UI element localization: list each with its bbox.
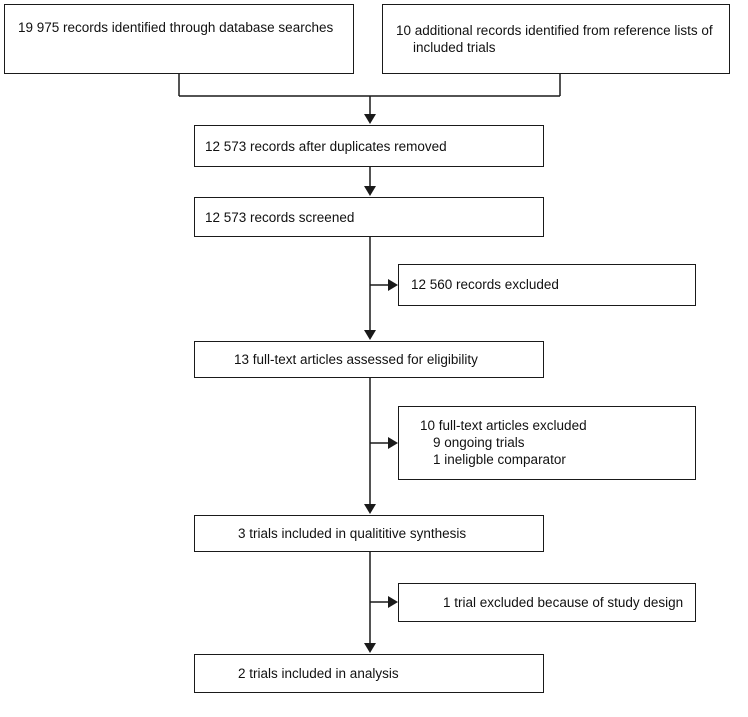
arrowhead-to-synthesis: [364, 504, 376, 514]
records-excluded-text: 12 560 records excluded: [411, 277, 559, 292]
fulltext-assessed-text: 13 full-text articles assessed for eligi…: [234, 352, 478, 367]
database-searches-text: 19 975 records identified through databa…: [18, 20, 334, 35]
after-duplicates-text: 12 573 records after duplicates removed: [205, 139, 447, 154]
design-excluded-text: 1 trial excluded because of study design: [443, 595, 684, 610]
records-excluded-box: 12 560 records excluded: [398, 264, 696, 306]
analysis-text: 2 trials included in analysis: [238, 666, 399, 681]
additional-records-line-2: included trials: [413, 40, 496, 55]
arrowhead-to-fulltext: [364, 330, 376, 340]
arrowhead-to-records-excluded: [388, 279, 398, 291]
after-duplicates-box: 12 573 records after duplicates removed: [194, 125, 544, 167]
fulltext-assessed-box: 13 full-text articles assessed for eligi…: [194, 341, 544, 378]
fulltext-excluded-title: 10 full-text articles excluded: [420, 418, 587, 433]
design-excluded-box: 1 trial excluded because of study design: [398, 583, 696, 622]
additional-records-line-1: 10 additional records identified from re…: [396, 23, 713, 38]
fulltext-excluded-reason-ongoing: 9 ongoing trials: [433, 435, 525, 450]
arrowhead-to-duplicates: [364, 114, 376, 124]
screened-box: 12 573 records screened: [194, 197, 544, 237]
arrowhead-to-fulltext-excluded: [388, 437, 398, 449]
fulltext-excluded-reason-comparator: 1 ineligble comparator: [433, 452, 566, 467]
qualitative-synthesis-text: 3 trials included in qualititive synthes…: [238, 526, 467, 541]
analysis-box: 2 trials included in analysis: [194, 654, 544, 693]
fulltext-excluded-box: 10 full-text articles excluded 9 ongoing…: [398, 406, 696, 480]
arrowhead-to-design-excluded: [388, 596, 398, 608]
arrowhead-to-screened: [364, 186, 376, 196]
arrowhead-to-analysis: [364, 643, 376, 653]
additional-records-box: 10 additional records identified from re…: [382, 4, 730, 74]
qualitative-synthesis-box: 3 trials included in qualititive synthes…: [194, 515, 544, 552]
database-searches-box: 19 975 records identified through databa…: [4, 4, 354, 74]
screened-text: 12 573 records screened: [205, 210, 355, 225]
